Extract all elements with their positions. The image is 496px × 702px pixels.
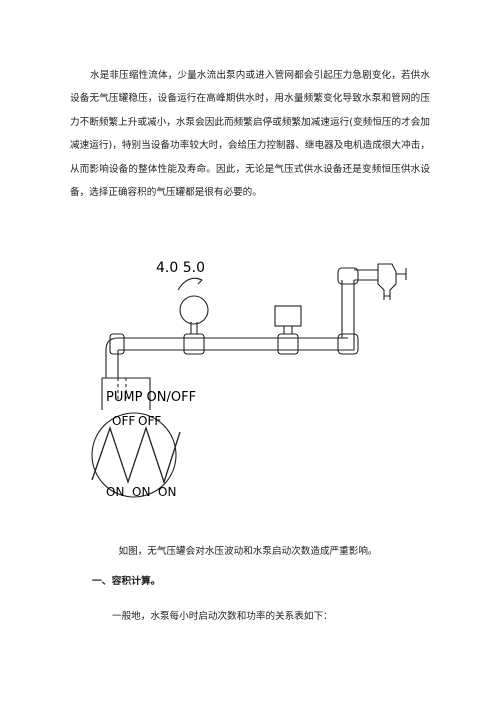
on-label-2: ON <box>132 485 150 499</box>
pressure-switch-box <box>274 305 302 327</box>
figure-caption: 如图，无气压罐会对水压波动和水泵启动次数造成严重影响。 <box>118 546 378 557</box>
switch-stem <box>283 326 293 334</box>
section-text: 一般地，水泵每小时启动次数和功率的关系表如下： <box>112 611 333 622</box>
valve-outlet <box>383 296 391 300</box>
valve-body <box>377 263 397 297</box>
left-elbow-fitting <box>109 333 125 355</box>
pressure-zigzag <box>91 425 181 485</box>
gauge-tee <box>183 333 205 355</box>
gauge-label: 4.0 5.0 <box>156 260 205 276</box>
pump-pipe-diagram: 4.0 5.0 PUMP ON/OFF OFF OFF ON ON ON <box>91 260 407 499</box>
dashed-lines <box>117 378 127 400</box>
top-pipe <box>354 269 378 281</box>
pressure-gauge-icon <box>179 295 209 325</box>
intro-paragraph: 水是非压缩性流体，少量水流出泵内或进入管网都会引起压力急剧变化，若供水设备无气压… <box>70 70 430 199</box>
main-pipe <box>118 337 348 351</box>
on-label-3: ON <box>158 485 176 499</box>
gauge-needle-arrow <box>195 277 203 285</box>
section-heading: 一、容积计算。 <box>92 576 161 587</box>
right-riser <box>341 280 355 351</box>
switch-tee <box>277 333 299 355</box>
left-elbow <box>105 337 119 378</box>
valve-stem <box>396 268 407 280</box>
right-elbow-fitting <box>337 267 359 285</box>
cycle-circle <box>91 412 177 498</box>
off-label-2: OFF <box>138 414 161 428</box>
bottom-right-fitting <box>337 333 359 355</box>
pump-label: PUMP ON/OFF <box>106 390 196 405</box>
on-label-1: ON <box>106 485 124 499</box>
off-label-1: OFF <box>112 414 135 428</box>
